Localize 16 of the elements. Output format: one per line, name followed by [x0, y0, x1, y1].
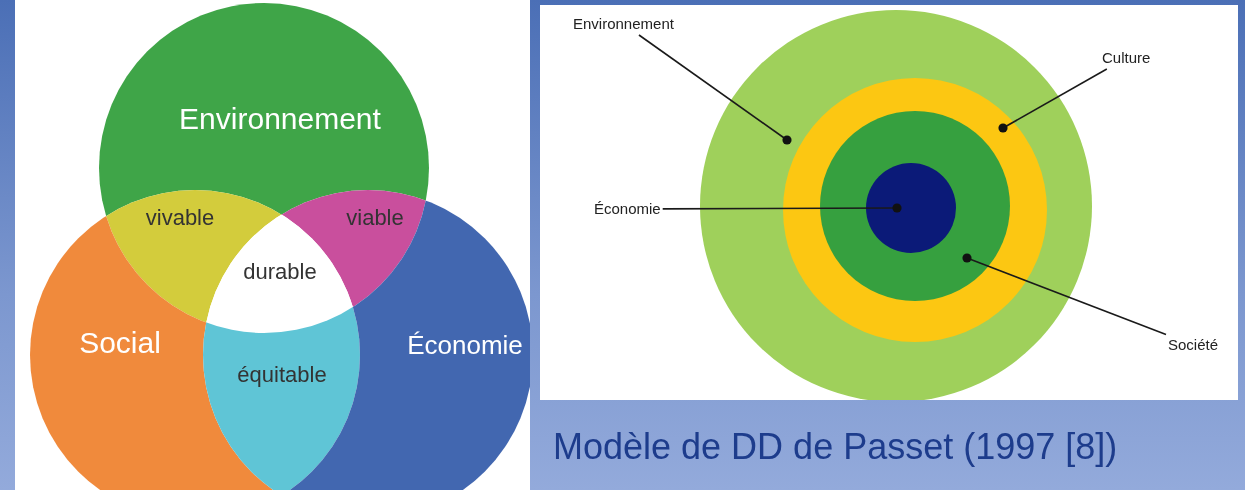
overlap-label: vivable — [145, 205, 215, 231]
leader-line — [661, 203, 902, 213]
leader-line — [998, 68, 1108, 133]
ring-label: Environnement — [573, 15, 674, 33]
ring-label: Culture — [1102, 49, 1151, 67]
ring-label: Économie — [594, 200, 661, 218]
caption: Modèle de DD de Passet (1997 [8]) — [553, 426, 1118, 468]
circle-label: Environnement — [179, 101, 381, 135]
leader-line — [962, 253, 1167, 336]
circle-label: Social — [79, 325, 161, 359]
overlap-label: viable — [346, 205, 404, 231]
overlap-label: équitable — [237, 362, 327, 388]
overlap-label: durable — [243, 259, 317, 285]
ring-label: Société — [1168, 336, 1219, 354]
circle-label: Économie — [407, 330, 523, 360]
leader-line — [638, 34, 792, 145]
